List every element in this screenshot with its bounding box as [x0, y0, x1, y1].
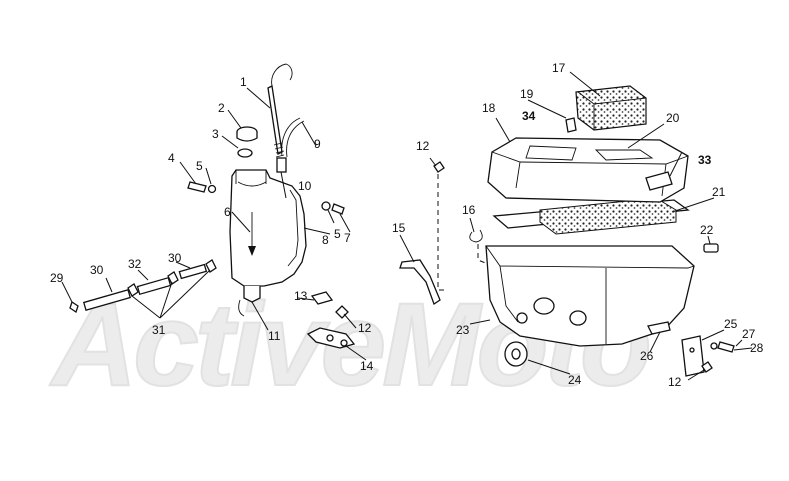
callout-17: 17 — [552, 61, 566, 75]
return-hose-edge — [286, 120, 305, 158]
air-box-assembly — [399, 85, 735, 377]
callout-2: 2 — [218, 101, 225, 115]
tank-filler-neck — [235, 170, 267, 187]
tank-outlet — [243, 286, 261, 303]
callout-30: 30 — [168, 251, 182, 265]
oil-tank-body — [229, 169, 307, 287]
callout-12: 12 — [358, 321, 372, 335]
bolt-28 — [717, 341, 735, 353]
callout-6: 6 — [224, 205, 231, 219]
callout-5: 5 — [334, 227, 341, 241]
lid-recess — [525, 145, 577, 161]
washer-left — [207, 184, 217, 194]
precleaner-foam-edges — [577, 91, 647, 130]
lid-emblem — [645, 171, 673, 191]
callout-20: 20 — [666, 111, 680, 125]
hose-fitting — [276, 157, 287, 173]
cap-gasket — [237, 148, 253, 158]
airbox-lower-housing — [485, 245, 695, 347]
callout-27: 27 — [742, 327, 756, 341]
callout-12: 12 — [416, 139, 430, 153]
callout-33: 33 — [698, 153, 712, 167]
airbox-lid — [487, 137, 689, 203]
callout-1: 1 — [240, 75, 247, 89]
oil-tank-assembly — [69, 63, 356, 349]
callout-8: 8 — [322, 233, 329, 247]
hose-clamp-b — [167, 271, 179, 285]
vent-hose-loop — [271, 63, 293, 87]
bracket-clip — [310, 291, 334, 305]
lower-housing-edge — [499, 265, 519, 323]
callout-7: 7 — [344, 231, 351, 245]
leader-lines — [61, 71, 753, 381]
callout-34: 34 — [522, 109, 536, 123]
bracket-hole-b — [340, 339, 348, 347]
line-end-fitting — [69, 300, 79, 314]
callout-11: 11 — [268, 329, 281, 343]
bracket-hole-a — [326, 334, 334, 342]
wing-bolt — [565, 117, 577, 133]
callout-30: 30 — [90, 263, 104, 277]
oil-line-segment-b — [136, 276, 172, 296]
foam-filter-element — [539, 197, 677, 235]
lower-housing-rim — [485, 245, 695, 269]
hose-clamp-c — [205, 259, 217, 273]
mount-bolt-left — [187, 181, 207, 193]
airbox-bracket — [399, 259, 441, 305]
callout-3: 3 — [212, 127, 219, 141]
callout-29: 29 — [50, 271, 64, 285]
callout-22: 22 — [700, 223, 714, 237]
tank-side-contour — [287, 189, 299, 267]
oil-cap-body — [236, 132, 258, 142]
mount-nut-right — [331, 203, 345, 215]
callout-14: 14 — [360, 359, 374, 373]
callout-16: 16 — [462, 203, 476, 217]
return-hose — [281, 117, 301, 157]
mount-plate — [681, 335, 705, 377]
housing-port-b — [569, 310, 587, 326]
intake-grommet-hole — [511, 348, 521, 360]
callout-31: 31 — [152, 323, 166, 337]
callout-15: 15 — [392, 221, 406, 235]
dipstick-spring — [273, 142, 285, 158]
washer-27 — [710, 342, 718, 350]
callout-26: 26 — [640, 349, 654, 363]
plate-hole — [689, 347, 695, 353]
spring-clip — [469, 229, 483, 243]
lid-opening — [594, 149, 654, 161]
outlet-stub — [238, 299, 245, 317]
callout-13: 13 — [294, 289, 308, 303]
callout-4: 4 — [168, 151, 175, 165]
callout-21: 21 — [712, 185, 726, 199]
callout-28: 28 — [750, 341, 764, 355]
callout-9: 9 — [314, 137, 321, 151]
housing-port-a — [533, 297, 555, 315]
precleaner-foam — [575, 85, 647, 131]
housing-port-c — [516, 312, 528, 324]
bolt-12-right — [701, 361, 713, 373]
callout-12: 12 — [668, 375, 682, 389]
hold-down-clip — [703, 243, 719, 253]
hose-clamp-a — [127, 283, 139, 297]
housing-clip — [647, 321, 671, 335]
callout-5: 5 — [196, 159, 203, 173]
callout-25: 25 — [724, 317, 738, 331]
callout-18: 18 — [482, 101, 496, 115]
install-path-12 — [437, 174, 448, 291]
callout-24: 24 — [568, 373, 582, 387]
bolt-12-top — [433, 161, 445, 173]
callout-labels: 1234556789101112121213141516171819202122… — [50, 61, 764, 389]
grommet-right — [321, 201, 331, 211]
oil-line-segment-a — [82, 289, 132, 311]
tank-arrow-head — [248, 246, 256, 256]
lid-top-edge — [491, 151, 689, 165]
callout-19: 19 — [520, 87, 534, 101]
callout-23: 23 — [456, 323, 470, 337]
oil-line-segment-c — [178, 263, 208, 280]
callout-10: 10 — [298, 179, 312, 193]
callout-32: 32 — [128, 257, 142, 271]
